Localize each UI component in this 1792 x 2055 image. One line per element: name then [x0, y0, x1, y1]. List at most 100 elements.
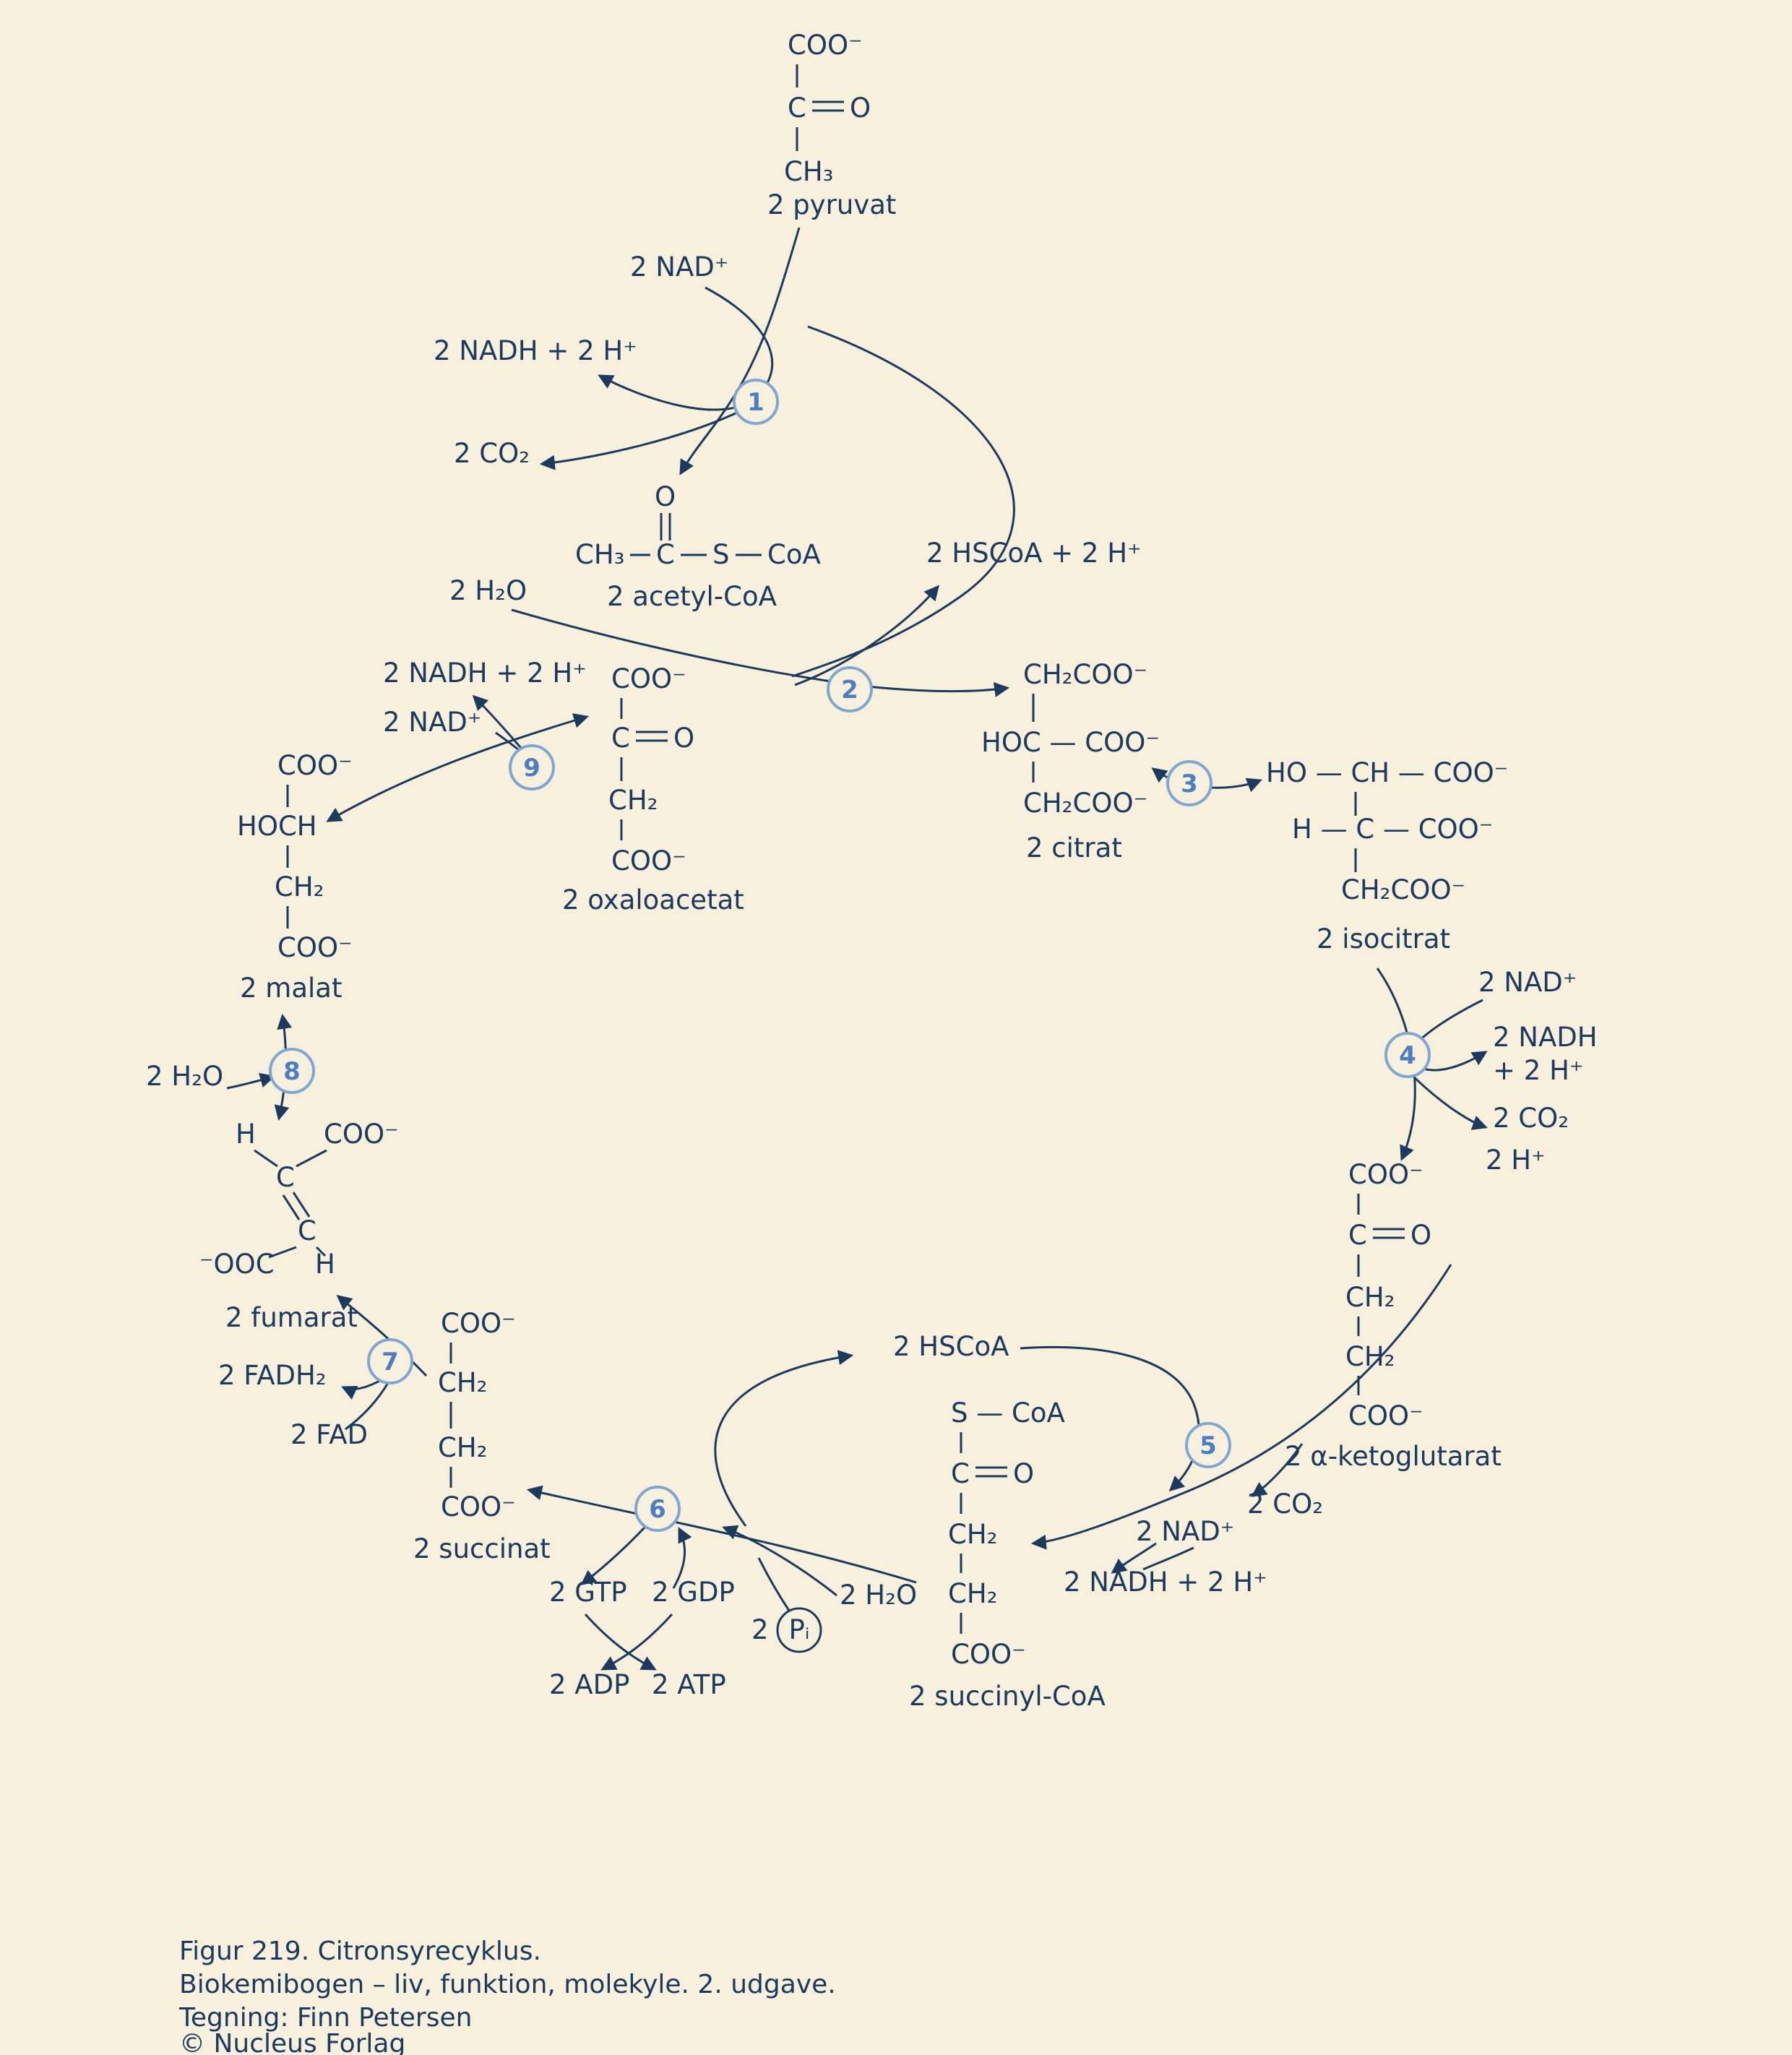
- succinylcoa-s-coa: S — CoA: [951, 1397, 1065, 1429]
- malat-ch2: CH₂: [275, 871, 324, 902]
- arrow-s6-pi-in: [757, 1557, 792, 1614]
- oxaloacetat-o: O: [673, 723, 694, 754]
- succinat-coo-bottom: COO⁻: [441, 1491, 516, 1522]
- caption-line3: Tegning: Finn Petersen: [178, 2003, 472, 2033]
- s9-nadh-label: 2 NADH + 2 H⁺: [383, 658, 587, 689]
- s1-nadh-label: 2 NADH + 2 H⁺: [434, 335, 637, 366]
- pyruvat-c: C: [788, 92, 806, 124]
- malat-label: 2 malat: [240, 973, 342, 1004]
- succinat-ch2-a: CH₂: [438, 1367, 488, 1398]
- step-1-number: 1: [747, 388, 764, 417]
- citrat-label: 2 citrat: [1026, 832, 1122, 863]
- s9-nad-label: 2 NAD⁺: [383, 707, 481, 738]
- malat-structure: COO⁻ HOCH CH₂ COO⁻ 2 malat: [237, 750, 353, 1004]
- step-7-number: 7: [382, 1348, 399, 1377]
- succinat-label: 2 succinat: [413, 1533, 551, 1564]
- fumarat-coo-top: COO⁻: [324, 1119, 399, 1150]
- oxaloacetat-bonds: [620, 698, 668, 840]
- step-6: 6 2 GTP 2 GDP 2 Pᵢ 2 H₂O 2 ADP 2 ATP: [549, 1486, 917, 1700]
- citrat-row2: HOC — COO⁻: [981, 727, 1160, 758]
- caption-line1: Figur 219. Citronsyrecyklus.: [179, 1936, 541, 1966]
- arrow-ketoglutarat-to-succinylcoa: [1030, 1264, 1452, 1550]
- arrow-s2-to-hscoa: [794, 585, 940, 686]
- s4-h-label: 2 H⁺: [1486, 1145, 1546, 1176]
- arrow-hscoa-to-s5: [1020, 1345, 1200, 1492]
- arrow-s1-co2-out: [539, 412, 736, 470]
- acetylcoa-s: S: [712, 539, 730, 570]
- step-1-circle: [733, 379, 779, 425]
- isocitrat-label: 2 isocitrat: [1317, 923, 1450, 955]
- pyruvat-bonds: [796, 64, 844, 151]
- pyruvat-o: O: [850, 92, 871, 124]
- succinylcoa-c: C: [951, 1458, 970, 1489]
- s6-h2o-label: 2 H₂O: [840, 1580, 917, 1611]
- fumarat-ooc-bottom: ⁻OOC: [199, 1249, 275, 1280]
- succinat-ch2-b: CH₂: [438, 1432, 488, 1463]
- ketoglutarat-c: C: [1348, 1220, 1367, 1251]
- oxaloacetat-structure: COO⁻ C O CH₂ COO⁻ 2 oxaloacetat: [562, 663, 744, 916]
- ketoglutarat-ch2-b: CH₂: [1345, 1341, 1395, 1372]
- ketoglutarat-ch2-a: CH₂: [1345, 1282, 1395, 1313]
- arrow-s6-gtp-out: [580, 1526, 646, 1585]
- step-3-circle: [1166, 760, 1212, 806]
- citrat-structure: CH₂COO⁻ HOC — COO⁻ CH₂COO⁻ 2 citrat: [981, 659, 1160, 863]
- s6-pi-label: Pᵢ: [789, 1614, 810, 1645]
- arrow-s6-gdp-in: [672, 1527, 692, 1589]
- s8-h2o-label: 2 H₂O: [146, 1061, 223, 1092]
- step-7-circle: [367, 1338, 413, 1384]
- s2-h2o-label: 2 H₂O: [449, 575, 527, 606]
- fumarat-c-top: C: [276, 1162, 295, 1193]
- step-9: 9 2 NADH + 2 H⁺ 2 NAD⁺: [383, 658, 587, 790]
- step-3: 3: [1166, 760, 1212, 806]
- figure-caption: Figur 219. Citronsyrecyklus. Biokemiboge…: [178, 1936, 836, 2055]
- malat-hoch: HOCH: [237, 811, 317, 842]
- step-2-number: 2: [841, 676, 858, 705]
- succinylcoa-structure: S — CoA C O CH₂ CH₂ COO⁻ 2 succinyl-CoA: [909, 1397, 1106, 1712]
- isocitrat-row3: CH₂COO⁻: [1341, 874, 1465, 905]
- s4-nadh-label-line2: + 2 H⁺: [1493, 1055, 1583, 1086]
- arrow-s5-nad-in: [1142, 1546, 1194, 1571]
- arrow-s4-co2-out: [1406, 1069, 1488, 1130]
- succinat-coo-top: COO⁻: [441, 1308, 516, 1339]
- step-2-circle: [827, 666, 873, 712]
- hscoa-recycle-label: 2 HSCoA: [893, 1331, 1009, 1362]
- fumarat-c-bottom: C: [298, 1215, 316, 1246]
- s1-co2-label: 2 CO₂: [454, 438, 530, 469]
- arrow-s6-to-hscoa: [714, 1350, 854, 1527]
- oxaloacetat-c: C: [611, 723, 630, 754]
- succinylcoa-ch2-b: CH₂: [948, 1578, 998, 1609]
- acetylcoa-coa: CoA: [767, 539, 821, 570]
- step-6-circle: [634, 1486, 681, 1532]
- s2-hscoa-label: 2 HSCoA + 2 H⁺: [926, 538, 1142, 569]
- step-3-number: 3: [1181, 770, 1198, 798]
- arrow-gtp-to-atp: [584, 1613, 657, 1671]
- citrat-row3: CH₂COO⁻: [1023, 788, 1147, 819]
- oxaloacetat-coo-bottom: COO⁻: [611, 845, 686, 876]
- step-7: 7 2 FADH₂ 2 FAD: [218, 1338, 413, 1450]
- s6-gdp-label: 2 GDP: [652, 1577, 735, 1608]
- acetylcoa-structure: O CH₃ C S CoA 2 acetyl-CoA: [575, 481, 821, 612]
- s1-nad-label: 2 NAD⁺: [630, 251, 728, 283]
- acetylcoa-bonds: [630, 513, 762, 556]
- step-5-number: 5: [1199, 1431, 1217, 1460]
- ketoglutarat-o: O: [1410, 1220, 1431, 1251]
- step-9-number: 9: [523, 754, 540, 783]
- isocitrat-row2: H — C — COO⁻: [1292, 814, 1493, 845]
- step-4: 2 NAD⁺ 4 2 NADH + 2 H⁺ 2 CO₂ 2 H⁺: [1384, 967, 1598, 1176]
- arrow-s8-h2o-in: [226, 1072, 276, 1090]
- caption-line4: © Nucleus Forlag: [179, 2029, 405, 2055]
- s4-co2-label: 2 CO₂: [1493, 1103, 1569, 1134]
- step-4-circle: [1384, 1032, 1431, 1078]
- pyruvat-coo: COO⁻: [788, 30, 863, 61]
- s6-pi-prefix: 2: [751, 1614, 769, 1645]
- fumarat-label: 2 fumarat: [225, 1302, 358, 1333]
- pi-circle: [776, 1607, 822, 1653]
- pyruvat-ch3: CH₃: [784, 156, 834, 187]
- s5-nadh-label: 2 NADH + 2 H⁺: [1064, 1567, 1267, 1598]
- step-8: 8 2 H₂O: [146, 1048, 315, 1094]
- succinylcoa-label: 2 succinyl-CoA: [909, 1681, 1106, 1712]
- step-4-number: 4: [1399, 1041, 1416, 1070]
- fumarat-bonds: [254, 1149, 327, 1259]
